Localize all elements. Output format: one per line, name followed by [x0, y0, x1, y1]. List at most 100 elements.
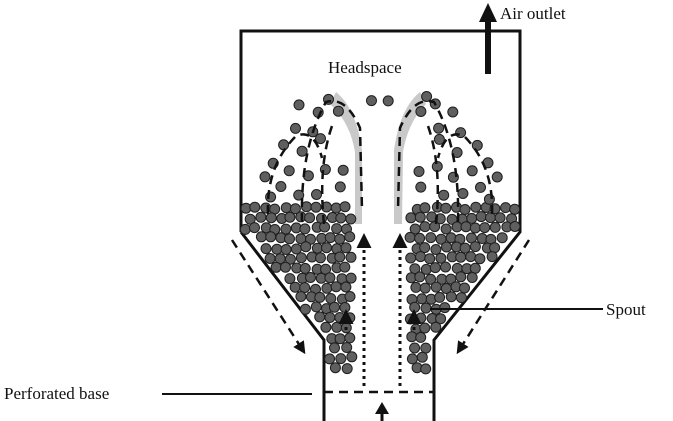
particle	[314, 311, 326, 323]
particle	[435, 313, 447, 325]
particle	[459, 204, 471, 215]
particle	[421, 91, 433, 102]
particle	[293, 99, 305, 111]
particle	[260, 202, 272, 214]
particle	[335, 353, 347, 365]
particle	[284, 233, 295, 245]
particle	[414, 271, 426, 283]
particle	[460, 221, 472, 233]
particle	[474, 253, 486, 265]
particle	[419, 322, 431, 334]
particle	[409, 342, 421, 354]
particle	[415, 181, 427, 193]
air-outlet-arrow	[479, 3, 497, 74]
particle	[433, 122, 445, 134]
particle	[509, 221, 521, 232]
particle	[324, 232, 336, 244]
particle	[295, 291, 307, 302]
particle	[405, 212, 417, 224]
particle	[415, 106, 427, 117]
particle	[275, 181, 287, 192]
particle	[435, 252, 447, 264]
particle	[496, 232, 508, 244]
particle	[329, 342, 340, 354]
particle	[324, 312, 336, 323]
particle	[494, 212, 506, 224]
particle	[382, 95, 394, 107]
particle	[345, 213, 357, 225]
particle	[339, 201, 351, 213]
particle	[441, 241, 452, 253]
particle	[340, 242, 352, 254]
particle	[334, 333, 346, 345]
particle	[330, 281, 342, 293]
particle	[419, 282, 431, 294]
particle	[459, 282, 470, 294]
particle	[405, 252, 417, 264]
particle	[249, 222, 260, 234]
particle	[451, 147, 463, 158]
particle	[334, 181, 346, 193]
particle	[475, 181, 486, 193]
particle	[310, 201, 322, 213]
particle	[299, 262, 311, 274]
particle	[334, 251, 346, 263]
particle	[470, 201, 482, 213]
particle	[465, 251, 477, 263]
gas-flow-paths	[338, 233, 422, 386]
particle	[425, 232, 437, 244]
particle	[260, 243, 272, 255]
particle	[439, 302, 451, 314]
particle	[455, 271, 467, 283]
particle	[337, 164, 349, 176]
particle	[299, 223, 311, 235]
particle	[255, 231, 267, 243]
particle	[265, 212, 277, 224]
particle	[339, 261, 351, 273]
particle	[416, 293, 428, 305]
particle	[311, 189, 322, 200]
fountain-shade-left	[330, 92, 362, 224]
particle	[415, 331, 427, 343]
particle	[290, 122, 301, 134]
particle	[489, 221, 501, 233]
particle-flow-paths	[230, 99, 531, 394]
particle	[466, 272, 478, 283]
particle	[415, 251, 426, 263]
particle	[334, 312, 346, 323]
particle	[419, 202, 431, 214]
particle	[314, 291, 326, 303]
particle	[414, 232, 426, 244]
particle	[447, 106, 459, 118]
particle	[455, 251, 467, 263]
particle	[324, 353, 336, 365]
particle	[280, 223, 292, 235]
particle	[469, 262, 481, 274]
particle	[469, 222, 481, 234]
particle	[457, 188, 469, 199]
particle	[451, 221, 463, 233]
particle	[283, 165, 295, 177]
particle	[310, 301, 322, 313]
particle	[331, 321, 343, 333]
particle	[344, 291, 356, 302]
particle	[404, 231, 416, 243]
particle	[438, 189, 450, 201]
particle	[284, 273, 296, 285]
particle	[500, 202, 512, 214]
particle	[479, 222, 491, 234]
particle	[259, 171, 271, 183]
particle	[280, 244, 292, 255]
particle	[440, 202, 452, 214]
particle	[420, 302, 432, 314]
particle	[264, 253, 276, 264]
particle-bed	[239, 91, 521, 375]
particle	[341, 342, 353, 353]
particle	[420, 363, 432, 375]
particle	[430, 281, 442, 293]
particle	[271, 243, 283, 255]
particle	[471, 139, 483, 151]
particle	[296, 145, 308, 157]
particle	[416, 351, 428, 363]
particle	[346, 351, 358, 363]
